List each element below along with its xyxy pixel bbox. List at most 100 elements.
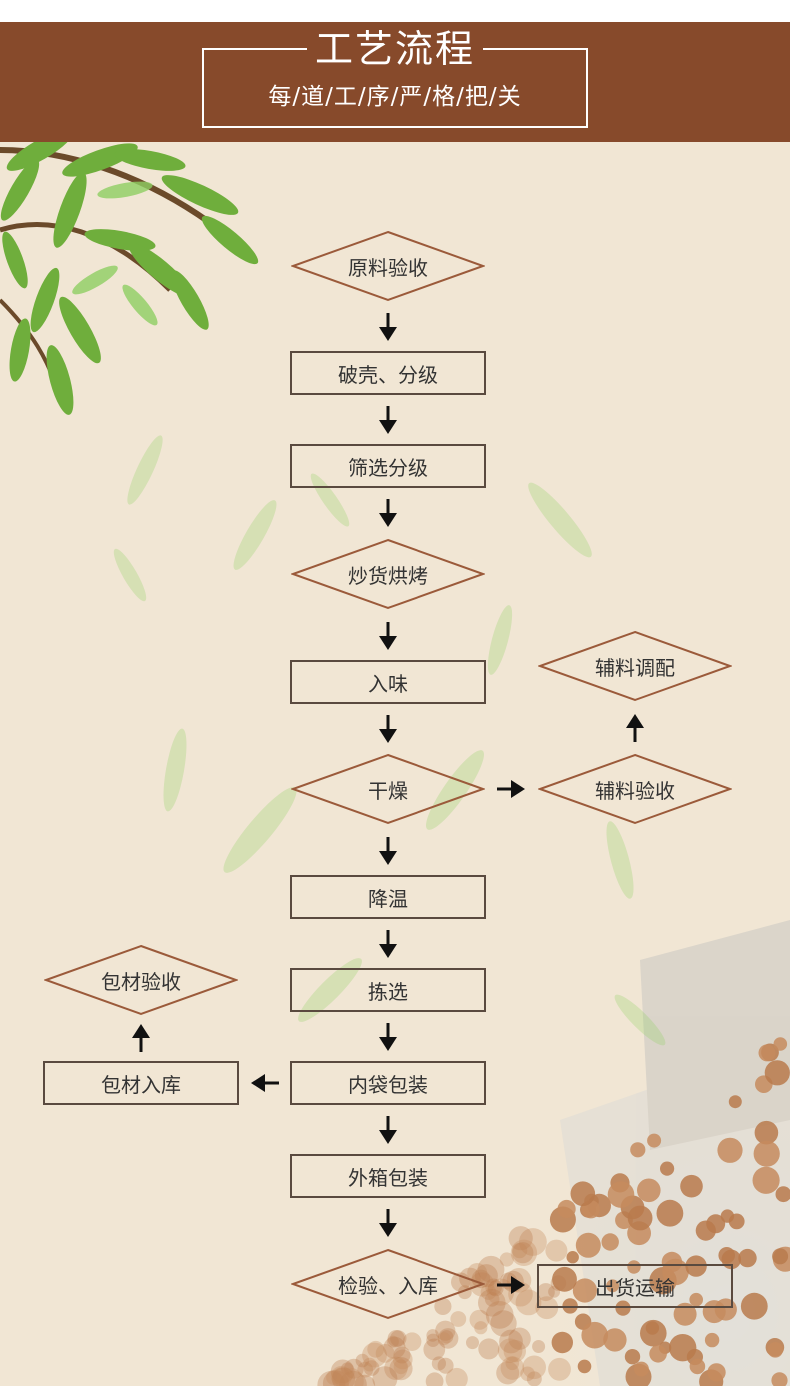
hazelnut [450,1311,467,1327]
step-inspect-store: 检验、入库 [291,1248,485,1320]
hazelnut [354,1374,376,1386]
hazelnut [548,1357,571,1381]
hazelnut [500,1356,525,1380]
step-roasting: 炒货烘烤 [291,538,485,610]
hazelnut [660,1161,675,1176]
hazelnut [426,1329,440,1342]
hazelnut [685,1255,707,1277]
hazelnut [771,1372,788,1386]
hazelnut [326,1370,342,1385]
hazelnut [485,1278,502,1296]
hazelnut [520,1366,535,1382]
hazelnut [469,1309,490,1330]
hazelnut [738,1248,757,1268]
step-cooling: 降温 [290,875,486,919]
hazelnut [633,1361,649,1377]
arrow-down-icon [379,715,397,743]
hazelnut [753,1140,780,1167]
hazelnut [552,1266,577,1292]
hazelnut [445,1367,468,1386]
step-screening-grading: 筛选分级 [290,444,486,488]
hazelnut [575,1232,601,1258]
hazelnut [503,1339,526,1363]
hazelnut [775,1186,790,1203]
hazelnut [357,1361,374,1378]
hazelnut [332,1367,350,1386]
page-title: 工艺流程 [0,22,790,76]
hazelnut [704,1332,720,1348]
hazelnut [434,1297,452,1315]
hazelnut [718,1247,735,1264]
step-inner-packing: 内袋包装 [290,1061,486,1105]
arrow-down-icon [379,313,397,341]
hazelnut [496,1361,520,1385]
hazelnut [362,1342,387,1368]
hazelnut [435,1320,456,1341]
hazelnut [519,1228,547,1256]
hazelnut [508,1327,531,1350]
hazelnut [497,1338,523,1364]
arrow-down-icon [379,1116,397,1144]
arrow-down-icon [379,1209,397,1237]
hazelnut [536,1283,555,1302]
hazelnuts-illustration [317,1037,790,1386]
hazelnut [341,1362,354,1375]
hazelnut [499,1252,514,1267]
hazelnut [606,1279,619,1293]
hazelnut [336,1367,364,1386]
hazelnut [362,1357,377,1372]
hazelnut [339,1370,367,1386]
hazelnut [439,1330,454,1344]
hazelnut [689,1292,703,1307]
hazelnut [601,1233,619,1251]
step-sorting: 拣选 [290,968,486,1012]
hazelnut [717,1137,743,1163]
step-shelling-grading: 破壳、分级 [290,351,486,395]
hazelnut [572,1278,598,1303]
hazelnut [647,1133,662,1148]
hazelnut [720,1209,735,1223]
hazelnut [767,1342,784,1358]
hazelnut [562,1298,578,1314]
arrow-up-icon [132,1024,150,1052]
arrow-right-icon [497,1276,525,1294]
step-shipping: 出货运输 [537,1264,733,1308]
step-outer-packing: 外箱包装 [290,1154,486,1198]
hazelnut [393,1346,411,1364]
hazelnut [355,1353,370,1368]
hazelnut [624,1349,641,1365]
hazelnut [627,1205,653,1231]
hazelnut [490,1310,517,1337]
hazelnut [317,1370,346,1386]
step-seasoning: 入味 [290,660,486,704]
hazelnut [384,1356,408,1381]
hazelnut [607,1181,635,1208]
hazelnut [603,1328,627,1352]
hazelnut [367,1340,385,1358]
hazelnut [344,1358,364,1379]
hazelnut [467,1263,488,1283]
hazelnut [426,1333,440,1348]
step-pack-material-check: 包材验收 [44,944,238,1016]
hazelnut [511,1242,528,1259]
hazelnut [656,1199,684,1227]
hazelnut [505,1356,520,1371]
arrow-down-icon [379,1023,397,1051]
branch-illustration [0,129,259,415]
hazelnut [392,1349,413,1370]
arrow-down-icon [379,930,397,958]
step-pack-material-store: 包材入库 [43,1061,239,1105]
hazelnut [532,1340,546,1353]
hazelnut [478,1338,500,1360]
arrow-down-icon [379,837,397,865]
header-banner: 工艺流程 每/道/工/序/严/格/把/关 [0,22,790,142]
arrow-up-icon [626,714,644,742]
hazelnut [485,1301,514,1329]
hazelnut [740,1292,768,1320]
hazelnut [393,1359,409,1375]
hazelnut [526,1371,542,1386]
hazelnut [477,1255,505,1283]
hazelnut [484,1292,500,1307]
hazelnut [330,1359,355,1384]
